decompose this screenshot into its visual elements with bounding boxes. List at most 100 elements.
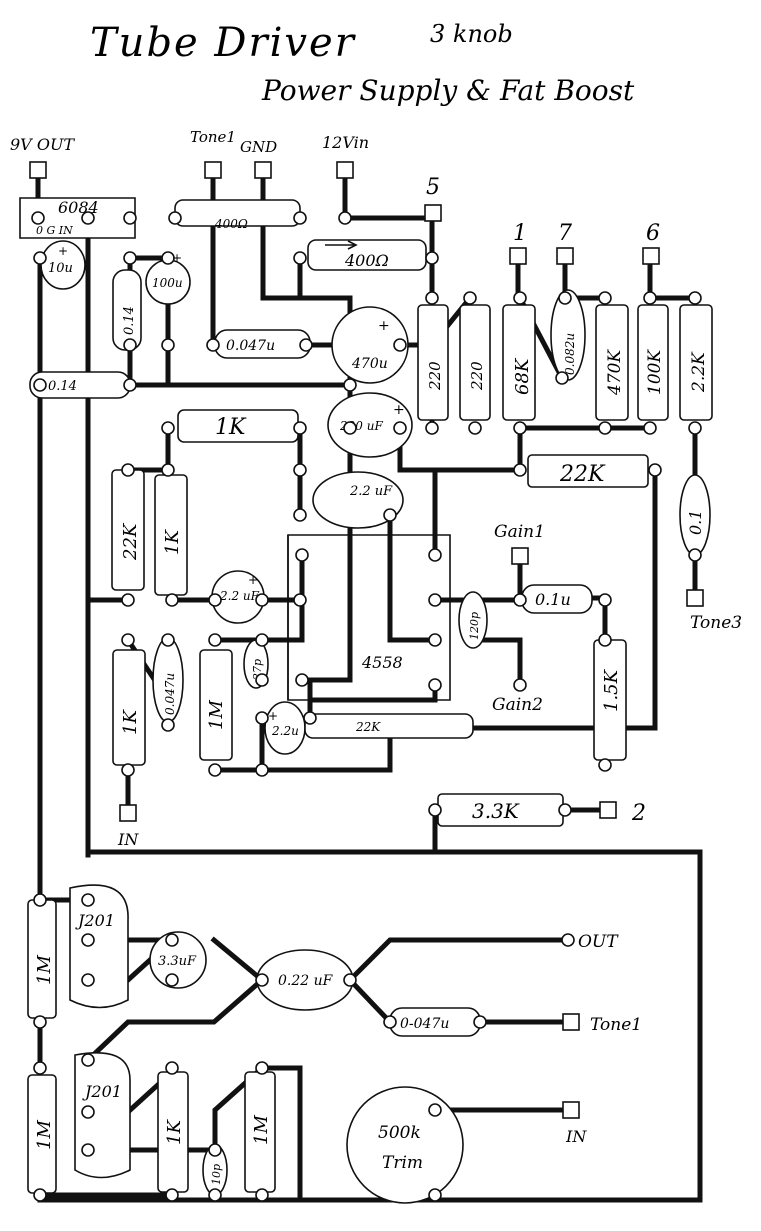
resistor-22k-bottom-label: 22K — [355, 720, 381, 734]
resistor-22k-mid-label: 22K — [559, 462, 606, 487]
capacitor-0047-top-label: 0.047u — [226, 338, 275, 354]
resistor-22k-mid: 22K — [527, 454, 649, 488]
resistor-1k-input: 1K — [112, 649, 146, 766]
capacitor-0-22uf-label: 0.22 uF — [278, 973, 334, 989]
pad-in-bottom — [562, 1101, 580, 1119]
label-gnd: GND — [240, 138, 277, 156]
knob-count-text: 3 knob — [430, 20, 513, 48]
resistor-400-small: 400Ω — [174, 199, 301, 231]
resistor-220b-label: 220 — [468, 361, 486, 391]
capacitor-470u: 470u — [331, 306, 409, 384]
resistor-400: 400Ω — [307, 239, 427, 271]
ic-4558-label: 4558 — [361, 653, 403, 672]
resistor-1k-jfet: 1K — [157, 1071, 189, 1193]
resistor-1k-horizontal-label: 1K — [215, 415, 247, 440]
label-gain2: Gain2 — [492, 695, 543, 715]
capacitor-2-2uf-mid: 2.2 uF — [312, 471, 404, 529]
polarity-marks: + + + + + + — [58, 244, 405, 723]
capacitor-2-2uf-top-label: 2.2 uF — [219, 589, 260, 603]
pad-6 — [642, 247, 660, 265]
pad-tone1 — [562, 1013, 580, 1031]
capacitor-10p-label: 10p — [210, 1164, 223, 1185]
resistor-1m-jfet2: 1M — [27, 1074, 57, 1194]
resistor-1m-a: 1M — [199, 649, 233, 761]
resistor-1-5k: 1.5K — [593, 639, 627, 761]
label-2: 2 — [631, 801, 646, 826]
resistor-2-2k-label: 2.2K — [689, 351, 709, 393]
resistor-1m-b-label: 1M — [251, 1115, 272, 1145]
title-text: Tube Driver — [90, 20, 357, 66]
pad-5 — [424, 204, 442, 222]
jfet-j201-1: J201 — [69, 884, 129, 1009]
resistor-22k-left: 22K — [111, 469, 145, 591]
resistor-1k-jfet-label: 1K — [164, 1119, 185, 1145]
label-9v-out: 9V OUT — [10, 135, 75, 154]
pad-gain1 — [511, 547, 529, 565]
capacitor-3-3uf: 3.3uF — [149, 931, 207, 989]
pad-9v-out — [29, 161, 47, 179]
capacitor-100u: 100u — [145, 259, 191, 305]
capacitor-3-3uf-label: 3.3uF — [158, 954, 197, 969]
resistor-220b: 220 — [459, 304, 491, 421]
svg-text:+: + — [172, 251, 182, 265]
capacitor-01-tone3-label: 0.1 — [686, 510, 705, 535]
label-tone1: Tone1 — [590, 1015, 642, 1035]
svg-text:+: + — [393, 402, 405, 418]
ic-4558: 4558 — [287, 534, 451, 701]
resistor-22k-bottom: 22K — [304, 713, 474, 739]
svg-text:+: + — [58, 244, 68, 258]
capacitor-014-vertical-label: 0.14 — [122, 306, 137, 335]
svg-text:+: + — [378, 318, 390, 334]
resistor-1-5k-label: 1.5K — [601, 668, 622, 712]
label-tone1-top: Tone1 — [190, 128, 236, 146]
capacitor-0047-top: 0.047u — [214, 329, 311, 359]
label-out: OUT — [578, 932, 619, 952]
pad-tone1-top — [204, 161, 222, 179]
resistor-1m-b: 1M — [244, 1071, 276, 1193]
resistor-22k-left-label: 22K — [120, 522, 141, 561]
pad-12v-in — [336, 161, 354, 179]
capacitor-2-2u-bottom: 2.2u — [264, 701, 306, 755]
trimmer-text-label: Trim — [382, 1153, 423, 1173]
label-1: 1 — [513, 221, 527, 246]
resistor-1m-jfet2-label: 1M — [34, 1120, 55, 1150]
capacitor-014-horizontal-label: 0.14 — [48, 379, 77, 394]
resistor-400-label: 400Ω — [344, 251, 389, 270]
capacitor-0047-input-label: 0.047u — [163, 673, 177, 715]
resistor-470k: 470K — [595, 304, 629, 421]
resistor-68k-label: 68K — [512, 357, 533, 395]
label-5: 5 — [426, 175, 440, 200]
resistor-1k-left-label: 1K — [162, 529, 183, 555]
pad-gnd — [254, 161, 272, 179]
pad-7 — [556, 247, 574, 265]
svg-text:+: + — [248, 573, 258, 587]
resistor-3-3k-label: 3.3K — [472, 799, 520, 823]
resistor-1k-input-label: 1K — [120, 709, 141, 735]
capacitor-01u-gain: 0.1u — [521, 584, 593, 614]
label-tone3: Tone3 — [690, 613, 742, 633]
capacitor-120p-label: 120p — [468, 612, 481, 640]
resistor-1m-jfet1: 1M — [27, 899, 57, 1019]
pad-in-top — [119, 804, 137, 822]
resistor-220a: 220 — [417, 304, 449, 421]
label-in-bottom: IN — [565, 1127, 587, 1146]
pad-tone3 — [686, 589, 704, 607]
label-7: 7 — [558, 221, 572, 246]
trimmer-value-label: 500k — [378, 1123, 421, 1143]
resistor-470k-label: 470K — [605, 349, 625, 396]
capacitor-2-2u-bottom-label: 2.2u — [271, 724, 299, 738]
resistor-400-small-label: 400Ω — [214, 217, 248, 231]
resistor-1m-a-label: 1M — [206, 700, 227, 730]
regulator-pins-label: 0 G IN — [36, 224, 73, 237]
resistor-100k: 100K — [637, 304, 669, 421]
resistor-100k-label: 100K — [645, 349, 665, 395]
pads — [29, 161, 704, 1202]
capacitor-0047-tone-label: 0-047u — [400, 1016, 449, 1032]
capacitor-10u: 10u — [40, 240, 86, 290]
resistor-2-2k: 2.2K — [679, 304, 713, 421]
capacitor-0047-input: 0.047u — [152, 637, 184, 723]
resistor-1k-left: 1K — [154, 474, 188, 596]
label-gain1: Gain1 — [494, 522, 545, 542]
pad-2 — [599, 801, 617, 819]
